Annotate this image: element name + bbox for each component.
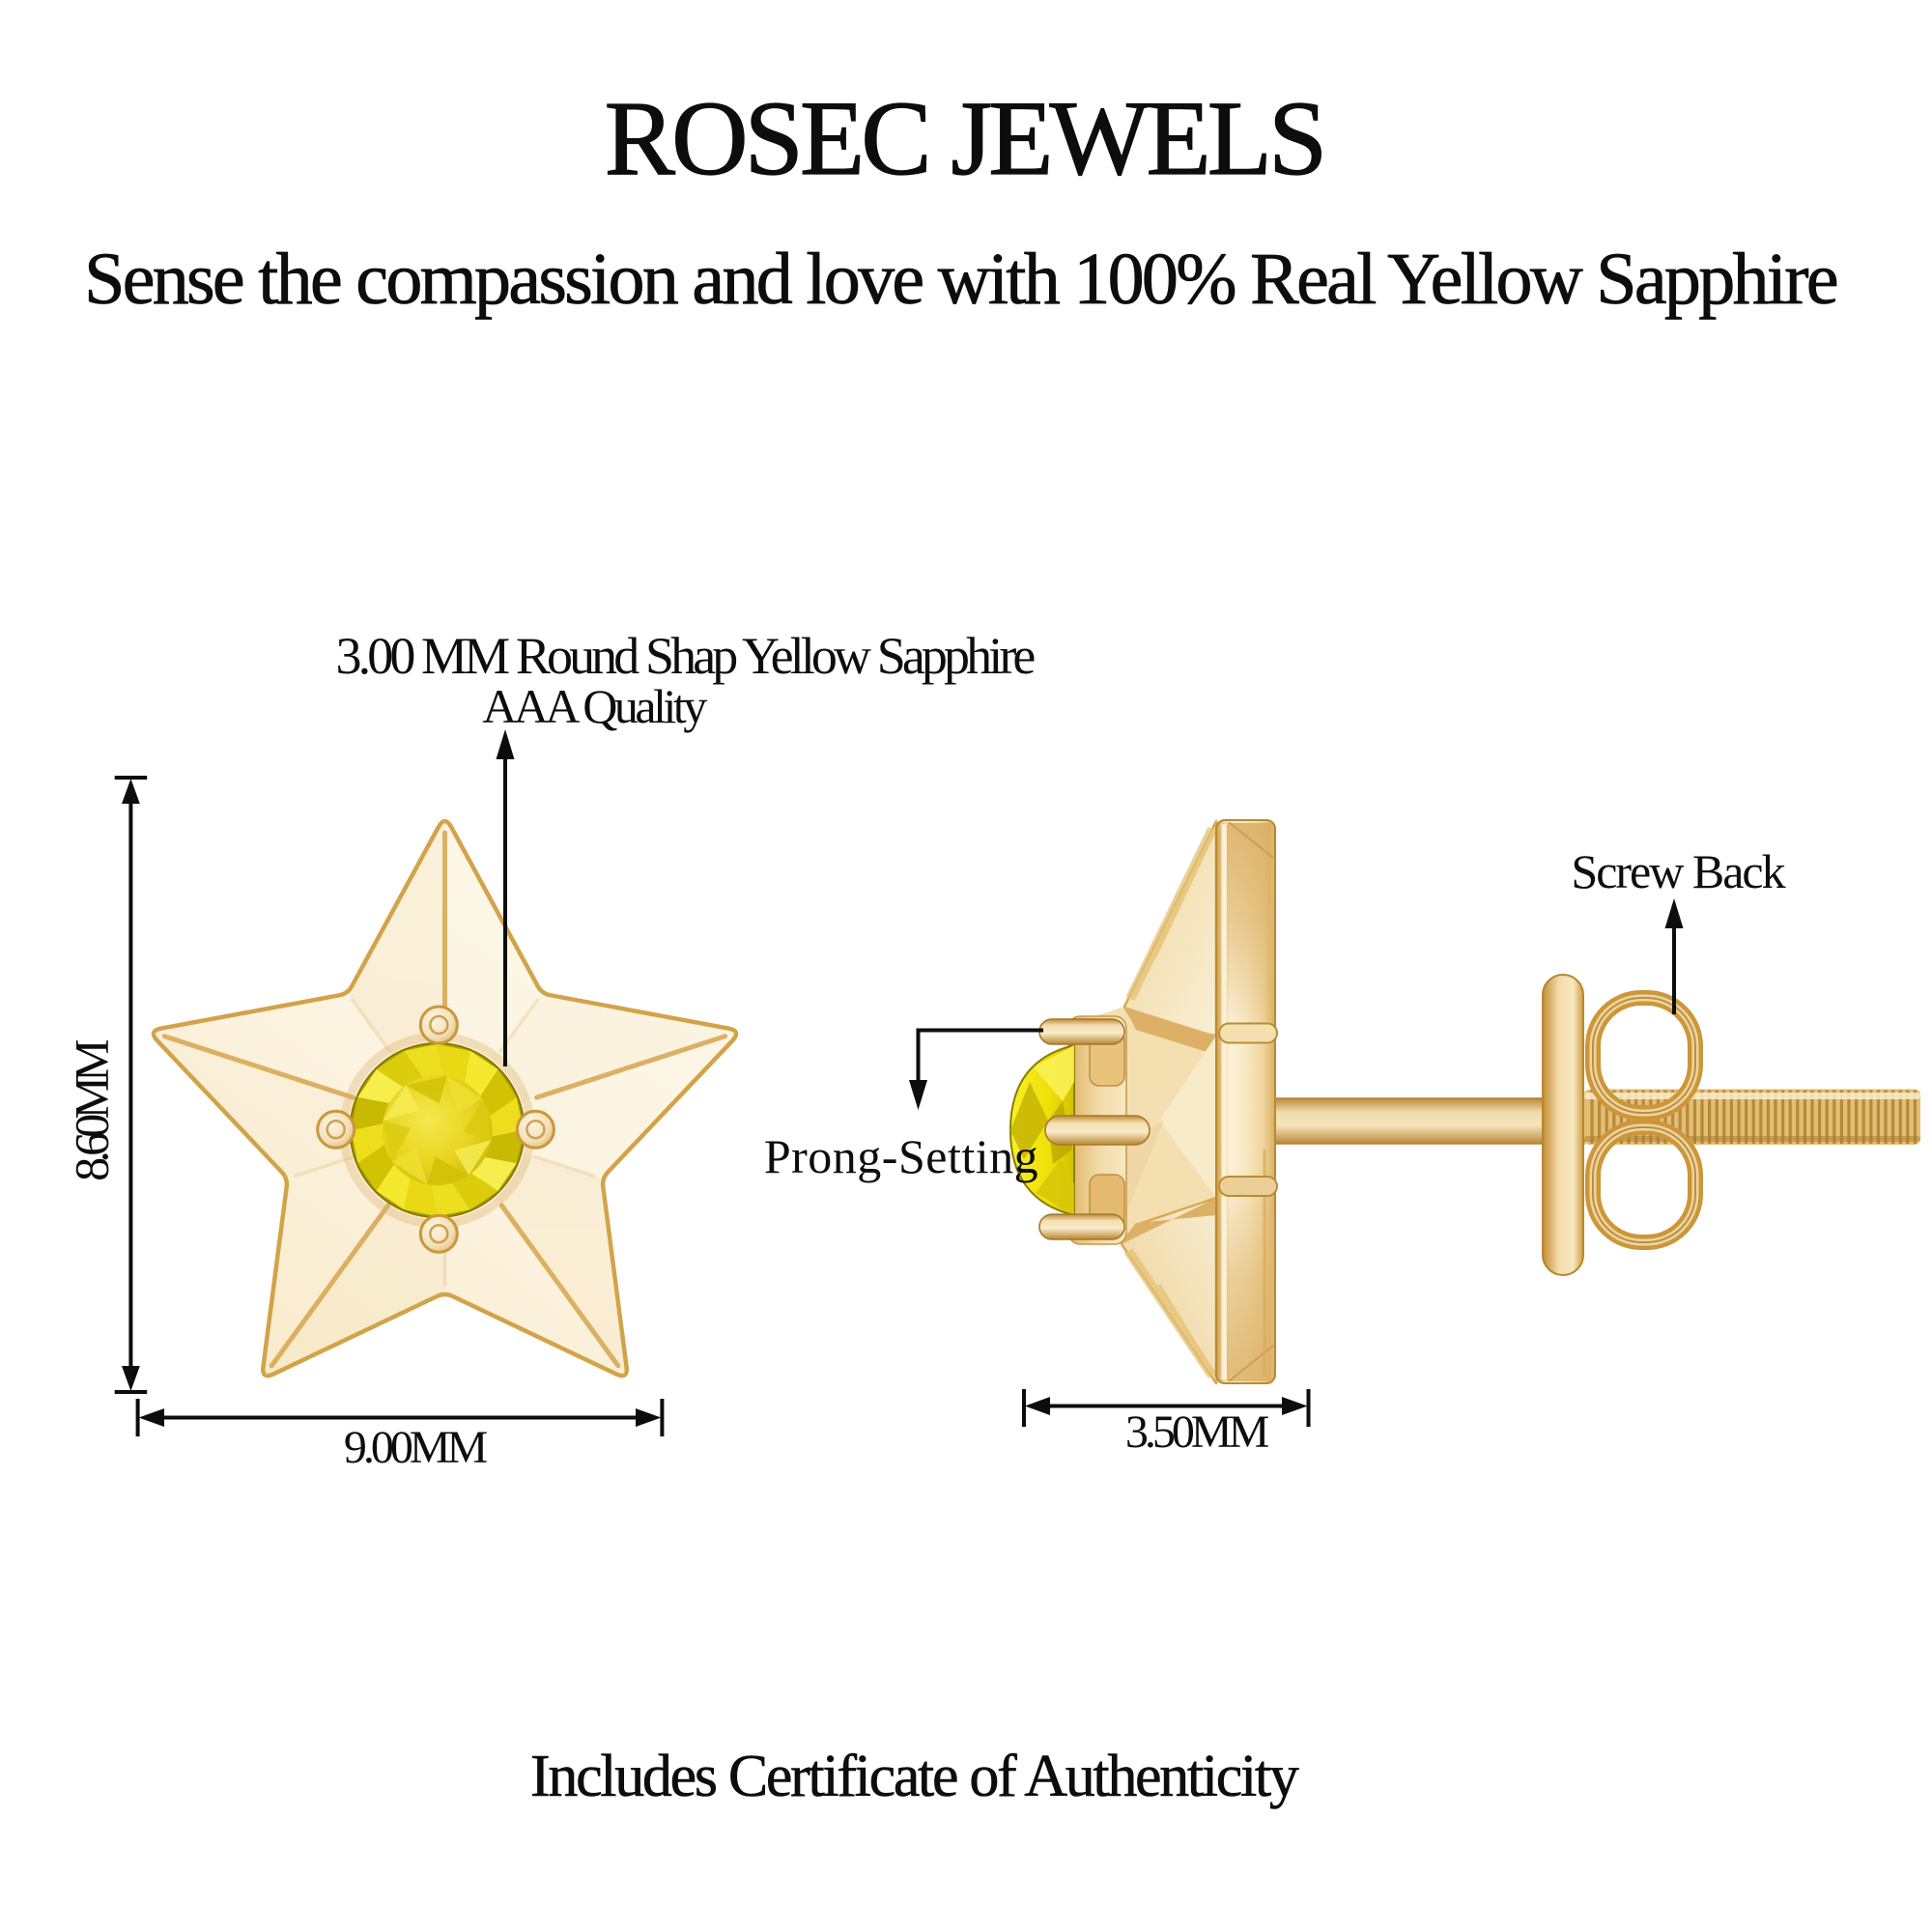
svg-text:AAA Quality: AAA Quality [482,679,707,733]
svg-text:Screw Back: Screw Back [1571,844,1785,898]
svg-text:Sense the compassion and love: Sense the compassion and love with 100% … [84,239,1837,320]
svg-text:3.00 MM Round Shap Yellow Sapp: 3.00 MM Round Shap Yellow Sapphire [336,627,1036,685]
svg-text:8.60MM: 8.60MM [65,1040,119,1181]
svg-text:3.50MM: 3.50MM [1125,1406,1269,1458]
svg-text:Prong-Setting: Prong-Setting [764,1129,1038,1183]
svg-text:9.00MM: 9.00MM [344,1422,488,1473]
svg-text:ROSEC JEWELS: ROSEC JEWELS [605,79,1324,197]
svg-text:Includes Certificate of Authen: Includes Certificate of Authenticity [530,1744,1299,1809]
